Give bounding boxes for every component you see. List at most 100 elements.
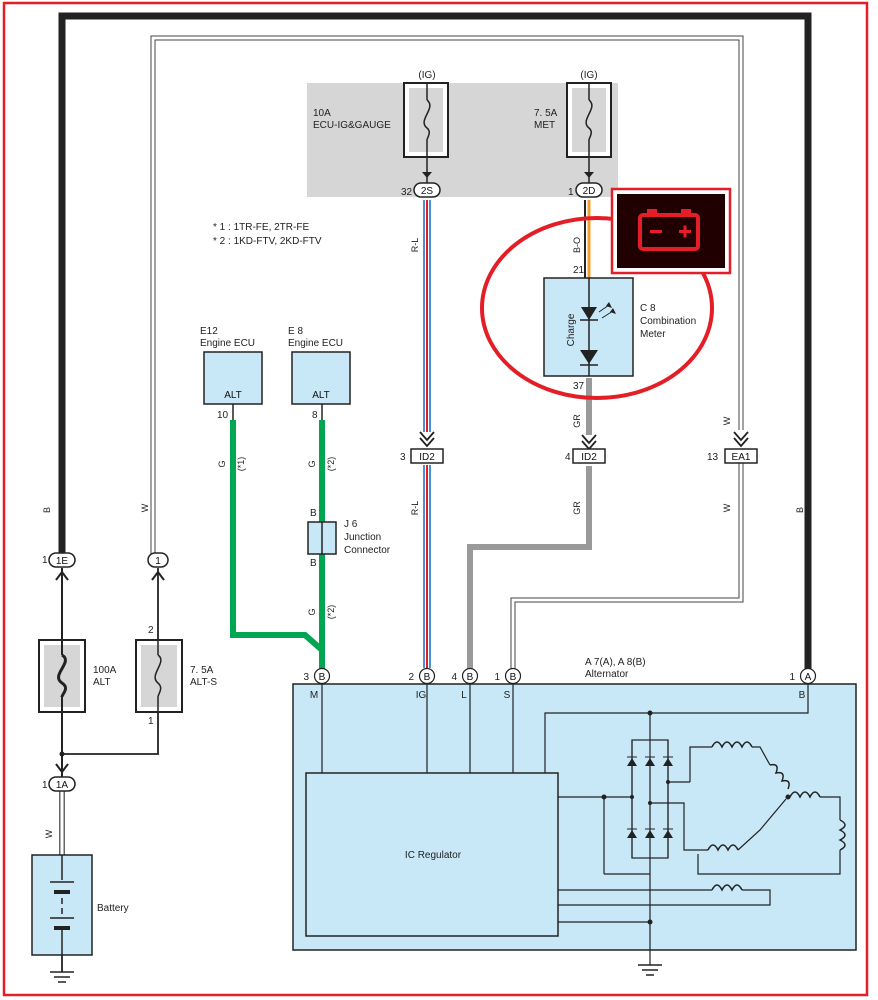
alternator-code: A 7(A), A 8(B)	[585, 657, 646, 668]
meter-name-2: Meter	[640, 329, 666, 340]
alternator-pin-number: 3	[303, 672, 309, 683]
connector-2d-label: 2D	[583, 186, 596, 197]
fuse-alt-s: 2 1 7. 5A ALT-S	[135, 625, 217, 727]
connector-id2-rl: 3 ID2	[400, 431, 444, 464]
fuse-ecu-ig-name: ECU-IG&GAUGE	[313, 120, 391, 131]
alternator-pin-m: B3M	[303, 667, 331, 701]
connector-2s-pin: 32	[401, 187, 413, 198]
label-note2-lower: (*2)	[326, 605, 336, 620]
combination-meter-c8: Charge 21 37 C 8 Combination Meter	[543, 265, 696, 392]
label-b-left: B	[42, 507, 52, 513]
connector-1a-pin: 1	[42, 780, 48, 791]
alternator-name: Alternator	[585, 669, 629, 680]
meter-pin-bottom: 37	[573, 381, 585, 392]
alternator: A 7(A), A 8(B) Alternator IC Regulator	[292, 657, 857, 965]
e12-code: E12	[200, 326, 218, 337]
connector-1-label: 1	[155, 556, 161, 567]
fuse-icon	[585, 99, 593, 141]
label-w-battery: W	[44, 829, 54, 838]
alternator-pin-letter: A	[805, 672, 812, 683]
connector-1a-label: 1A	[56, 780, 69, 791]
connector-2s-label: 2S	[421, 186, 434, 197]
e12-pin: 10	[217, 410, 229, 421]
label-w-right-lower: W	[722, 503, 732, 512]
meter-pin-top: 21	[573, 265, 585, 276]
engine-ecu-e8: E 8 Engine ECU ALT 8	[288, 326, 351, 421]
fuse-ecu-ig-rating: 10A	[313, 108, 331, 119]
id2-gr-label: ID2	[581, 452, 597, 463]
fuse-met: (IG) 7. 5A MET	[534, 70, 612, 183]
connector-1e-pin: 1	[42, 555, 48, 566]
diode-icon	[627, 756, 673, 838]
engine-note-2: * 2 : 1KD-FTV, 2KD-FTV	[213, 236, 322, 247]
label-bo: B-O	[572, 237, 582, 253]
connector-1e-label: 1E	[56, 556, 69, 567]
alternator-pin-letter: B	[467, 672, 474, 683]
battery-warning-icon	[638, 209, 700, 251]
j6-name-1: Junction	[344, 532, 381, 543]
fuse-icon	[154, 654, 162, 698]
label-gr-lower: GR	[572, 501, 582, 515]
label-gr-upper: GR	[572, 414, 582, 428]
coil-icon	[711, 741, 753, 749]
diode-icon	[580, 350, 598, 364]
label-g-e12: G	[217, 460, 227, 467]
alternator-pin-number: 1	[494, 672, 500, 683]
connector-1: 1	[147, 552, 169, 581]
alternator-pin-letter: B	[424, 672, 431, 683]
fuse-icon	[57, 653, 68, 698]
j6-code: J 6	[344, 519, 358, 530]
e8-pin: 8	[312, 410, 318, 421]
connector-id2-gr: 4 ID2	[565, 434, 606, 464]
wire-battery-main-b	[58, 12, 812, 673]
wire-gray-lower	[467, 466, 592, 670]
label-note2-upper: (*2)	[326, 457, 336, 472]
battery: Battery	[31, 854, 129, 956]
fuse-alt-s-name: ALT-S	[190, 677, 217, 688]
coil-icon	[789, 791, 821, 799]
id2-rl-label: ID2	[419, 452, 435, 463]
wire-white-sense	[150, 35, 744, 670]
e12-name: Engine ECU	[200, 338, 255, 349]
fuse-alt-rating: 100A	[93, 665, 117, 676]
junction-connector-j6: B B J 6 Junction Connector	[307, 508, 391, 569]
alternator-pin-terminal: S	[504, 690, 511, 701]
label-g-e8-lower: G	[307, 608, 317, 615]
alternator-pin-number: 2	[408, 672, 414, 683]
connector-2d: 1 2D	[568, 182, 603, 198]
e8-code: E 8	[288, 326, 303, 337]
meter-charge-label: Charge	[566, 313, 577, 346]
alternator-pin-number: 4	[451, 672, 457, 683]
alternator-pin-terminal: B	[799, 690, 806, 701]
connector-2s: 32 2S	[401, 182, 441, 198]
connector-2d-pin: 1	[568, 187, 574, 198]
label-w-right-upper: W	[722, 416, 732, 425]
fuse-icon	[423, 99, 431, 141]
fuse-alt-name: ALT	[93, 677, 111, 688]
label-w-left: W	[140, 503, 150, 512]
fuse-alt-s-rating: 7. 5A	[190, 665, 214, 676]
coil-icon	[711, 884, 743, 892]
ground-icon	[50, 971, 74, 983]
engine-note-1: * 1 : 1TR-FE, 2TR-FE	[213, 222, 309, 233]
fuse-ecu-ig-supply: (IG)	[418, 70, 435, 81]
alternator-pin-terminal: L	[461, 690, 467, 701]
meter-name-1: Combination	[640, 316, 696, 327]
alternator-pin-l: B4L	[451, 667, 479, 701]
charge-lamp-highlight-ellipse	[480, 216, 714, 400]
connector-1a: 1 1A	[42, 763, 76, 792]
connector-ea1: 13 EA1	[707, 431, 758, 464]
coil-icon	[707, 844, 739, 852]
wire-black-orange	[584, 200, 591, 278]
fuse-alt-100a: 100A ALT	[38, 639, 117, 713]
connector-1e: 1 1E	[42, 552, 76, 581]
id2-rl-pin: 3	[400, 452, 406, 463]
led-icon	[581, 307, 597, 320]
j6-pin-top: B	[310, 508, 317, 519]
ground-icon	[638, 964, 662, 976]
ea1-pin: 13	[707, 452, 719, 463]
coil-icon	[838, 819, 846, 851]
